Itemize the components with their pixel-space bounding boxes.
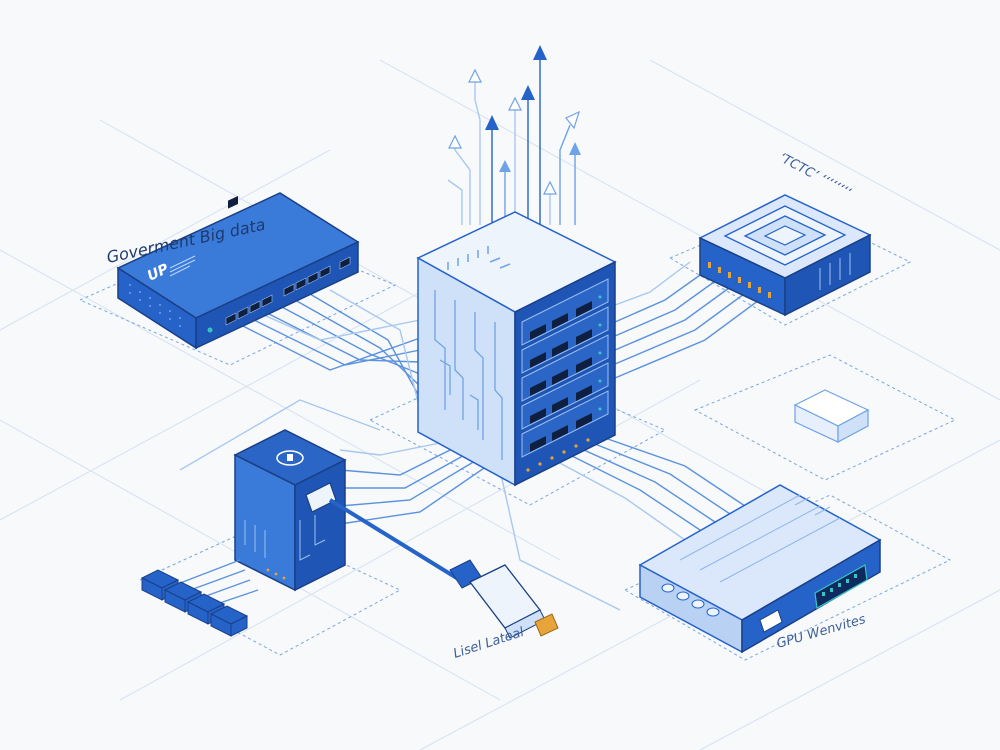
- server-rack[interactable]: [416, 211, 617, 487]
- rack-left-circuit: [434, 290, 503, 460]
- switch-vent-dots: [129, 284, 181, 327]
- upward-arrows: [447, 60, 576, 225]
- rack-unit-slots: [530, 301, 592, 452]
- ethernet-cable[interactable]: [328, 498, 559, 639]
- cables-gpu-server: [614, 261, 771, 379]
- rack-top-vents: [447, 246, 511, 270]
- cables-server-bottom: [179, 399, 746, 611]
- switch-status-led: [207, 327, 213, 333]
- appliance-usb-port[interactable]: [759, 609, 783, 633]
- gpu-card[interactable]: [698, 194, 872, 317]
- gpu-appliance[interactable]: [638, 484, 882, 654]
- label-cable: Lisel Lateal: [452, 625, 527, 662]
- tower-port[interactable]: [305, 482, 337, 513]
- label-top-right: ‘TCTC’ ‘‘‘‘‘‘‘‘: [776, 150, 854, 201]
- gpu-card-pins: [708, 262, 771, 298]
- cable-modules: [140, 559, 259, 637]
- small-module-cube: [793, 389, 870, 443]
- switch-ports[interactable]: [228, 196, 238, 209]
- tower-port-pins: [266, 568, 286, 580]
- appliance-top-lines: [679, 494, 841, 583]
- appliance-front-buttons[interactable]: [661, 583, 720, 617]
- appliance-display-segments: [822, 574, 857, 596]
- rack-bottom-ports: [526, 438, 590, 472]
- rack-leds: [598, 295, 602, 411]
- arrow-heads: [448, 45, 581, 195]
- tower-circuit: [244, 515, 326, 561]
- network-switch[interactable]: UP: [116, 192, 360, 350]
- cables-switch-server: [229, 289, 421, 411]
- gpu-card-vents: [819, 253, 851, 290]
- storage-tower[interactable]: [233, 429, 347, 592]
- power-icon[interactable]: [287, 454, 293, 461]
- switch-port-row[interactable]: [225, 256, 351, 326]
- switch-logo-lines: [169, 255, 196, 277]
